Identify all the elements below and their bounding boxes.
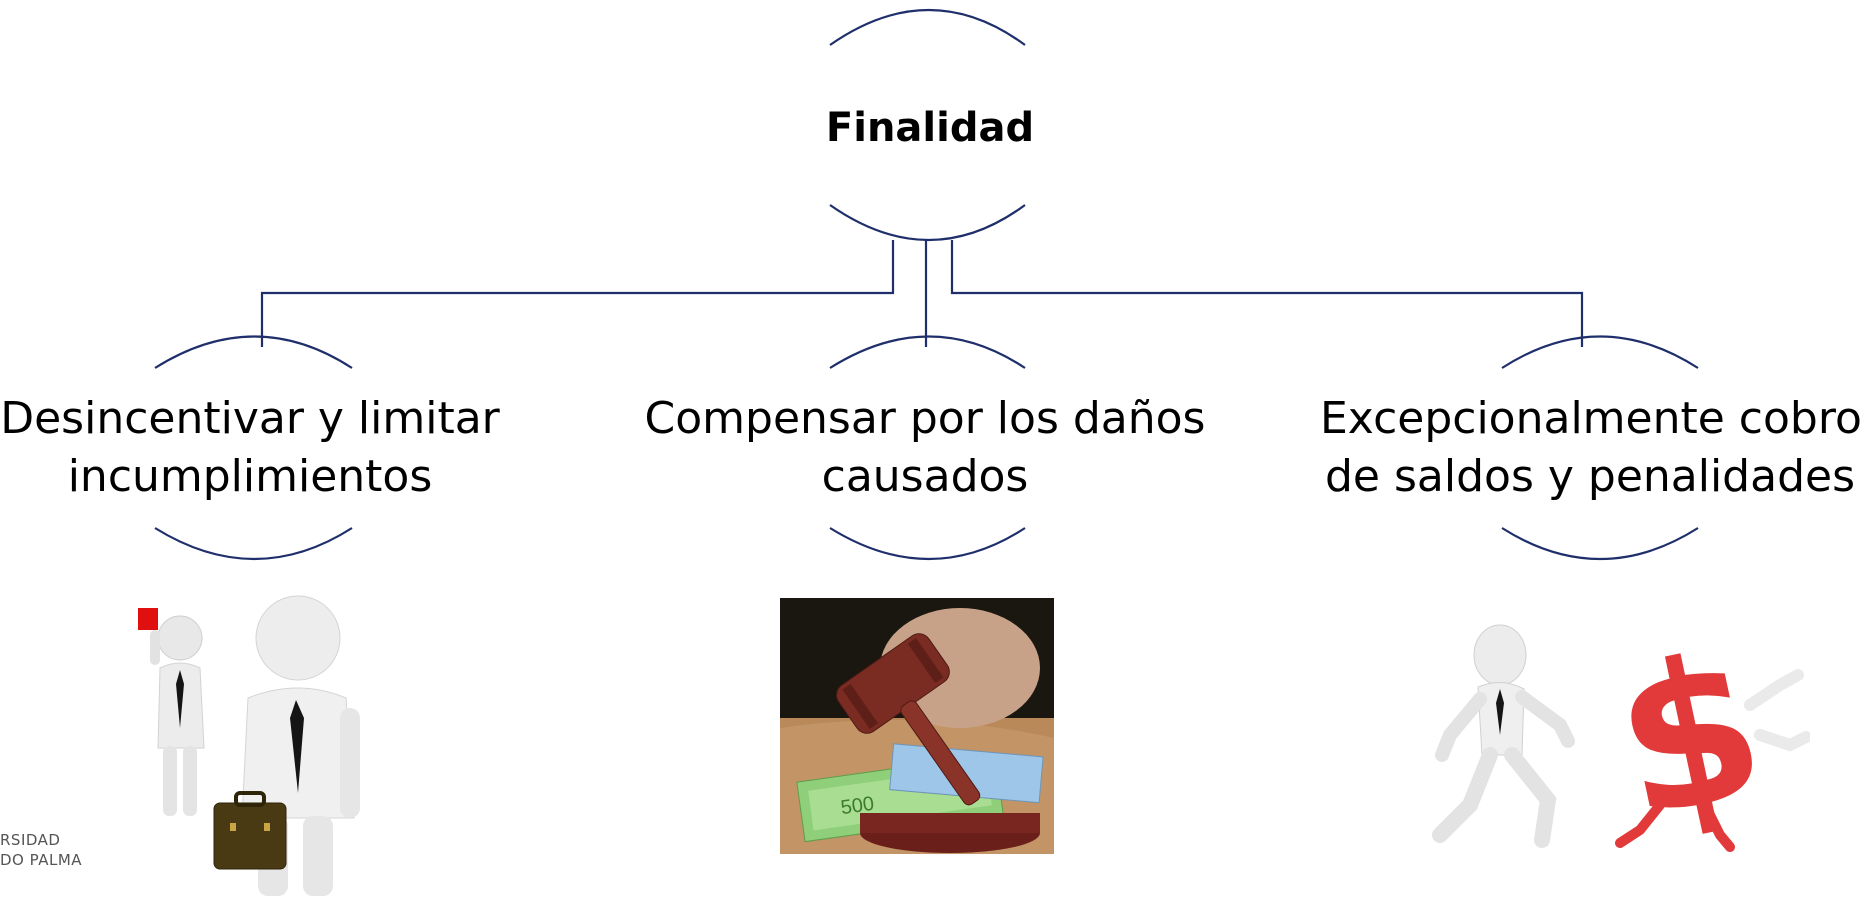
university-logo-line1: RSIDAD [0, 831, 61, 849]
connector-left [260, 240, 895, 347]
child-1-arc-bottom [829, 527, 1026, 560]
child-node-compensate-line1: Compensar por los daños [644, 393, 1206, 444]
root-node-label: Finalidad [825, 105, 1035, 151]
child-1-arc-top [829, 335, 1026, 369]
root-arc-bottom [829, 204, 1026, 242]
root-arc-top [829, 8, 1026, 46]
red-card-businessman-image [138, 595, 360, 896]
connector-right [950, 240, 1584, 347]
child-node-deter-line1: Desincentivar y limitar [0, 393, 500, 444]
connector-lines [154, 8, 1699, 560]
child-node-collect-line2: de saldos y penalidades [1325, 451, 1855, 502]
university-logo-line2: DO PALMA [0, 851, 83, 869]
child-0-arc-bottom [154, 527, 353, 560]
child-node-collect: Excepcionalmente cobro de saldos y penal… [1320, 390, 1862, 506]
child-node-deter: Desincentivar y limitar incumplimientos [0, 390, 500, 506]
running-dollar-image: $ [1432, 615, 1810, 855]
university-logo: RSIDAD DO PALMA [0, 830, 120, 890]
child-0-arc-top [154, 335, 353, 369]
child-2-arc-bottom [1501, 527, 1699, 560]
child-node-compensate-line2: causados [821, 451, 1029, 502]
child-node-deter-line2: incumplimientos [67, 451, 433, 502]
child-2-arc-top [1501, 335, 1699, 369]
child-node-compensate: Compensar por los daños causados [640, 390, 1210, 506]
gavel-money-image: 500 [780, 598, 1054, 854]
child-node-collect-line1: Excepcionalmente cobro [1320, 393, 1862, 444]
